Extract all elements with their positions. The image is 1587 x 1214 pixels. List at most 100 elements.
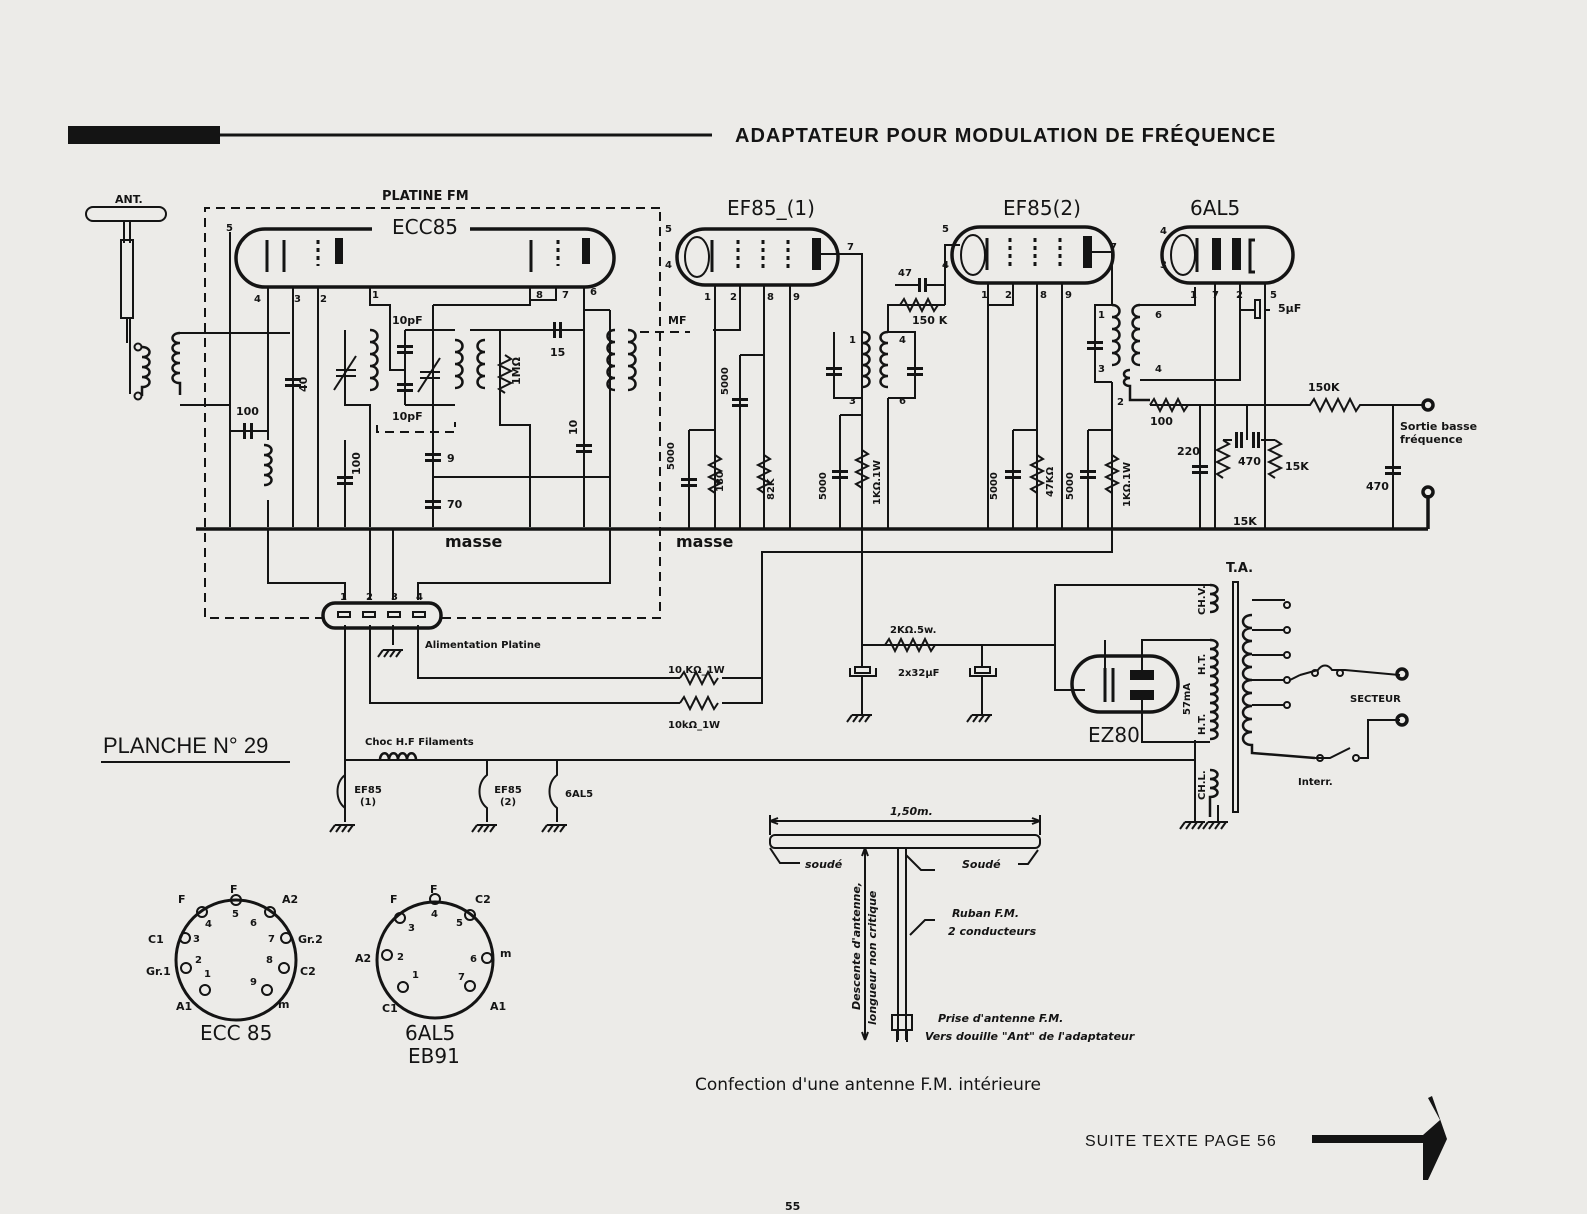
resistor-value: 15K	[1233, 515, 1257, 528]
mf-transformer-secondary	[627, 328, 637, 392]
ef85-1-pin: 5	[665, 224, 672, 235]
pin-number: 8	[266, 955, 273, 966]
variable-capacitor	[333, 355, 357, 391]
ecc85-pin: 7	[562, 290, 569, 301]
resistor	[755, 454, 773, 494]
ecc85-pin: 8	[536, 290, 543, 301]
power-transformer	[1179, 581, 1401, 830]
ef85-1-pin: 2	[730, 292, 737, 303]
cap-value: 100	[236, 405, 259, 418]
capacitor	[553, 322, 562, 338]
winding-label: CH.V.	[1197, 585, 1208, 615]
pin-label: A2	[355, 952, 371, 965]
cap-value: 10	[567, 419, 580, 435]
capacitor	[425, 453, 441, 462]
electrolytic-capacitor	[969, 645, 997, 715]
ruban-label: Ruban F.M.	[952, 907, 1019, 920]
pin-number: 7	[268, 934, 275, 945]
current-label: 57mA	[1182, 683, 1193, 715]
pin-number: 4	[431, 909, 438, 920]
filament-label: 6AL5	[565, 789, 593, 800]
capacitor	[1235, 432, 1260, 448]
ground-symbol	[541, 824, 567, 833]
capacitor	[425, 500, 441, 509]
output-terminal-ground[interactable]	[1421, 485, 1435, 499]
longueur-label: longueur non critique	[866, 890, 879, 1025]
ecc85-pin: 3	[294, 294, 301, 305]
connector-pin: 3	[391, 592, 398, 603]
cap-value: 15	[550, 346, 565, 359]
filament-ef85-1	[336, 760, 346, 822]
ez80-tube	[1070, 639, 1210, 743]
pin-number: 1	[204, 969, 211, 980]
if1-pin: 6	[899, 396, 906, 407]
cap-value: 5000	[720, 367, 731, 395]
platine-fm-outline	[204, 207, 661, 619]
pin-number: 3	[408, 923, 415, 934]
6al5-pin: 7	[1212, 290, 1219, 301]
filament-6al5	[548, 760, 558, 822]
6al5-pin: 2	[1236, 290, 1243, 301]
ecc85-pin: 1	[372, 290, 379, 301]
capacitor	[1385, 466, 1401, 475]
disc-pin: 1	[1098, 310, 1105, 321]
ef85-2-pin: 4	[942, 260, 949, 271]
pin-number: 6	[250, 918, 257, 929]
pin-label: C1	[382, 1002, 398, 1015]
capacitor	[243, 423, 253, 439]
pin-label: A1	[176, 1000, 192, 1013]
filament-label: EF85 (2)	[494, 785, 522, 808]
connector-pin: 1	[340, 592, 347, 603]
ecc85-pin: 4	[254, 294, 261, 305]
ruban-label: 2 conducteurs	[948, 925, 1037, 938]
ef85-1-pin: 7	[847, 242, 854, 253]
antenna-construction	[769, 815, 1041, 1042]
mains-terminal[interactable]	[1395, 667, 1409, 681]
ef85-2-pin: 9	[1065, 290, 1072, 301]
output-terminal-hot[interactable]	[1421, 398, 1435, 412]
continue-arrow-icon	[1312, 1096, 1447, 1180]
pinout-subtitle: EB91	[408, 1044, 460, 1068]
ef85-2-pin: 1	[981, 290, 988, 301]
cap-value: 5000	[818, 472, 829, 500]
mains-terminal[interactable]	[1395, 713, 1409, 727]
pin-number: 5	[456, 918, 463, 929]
connector-pin: 2	[366, 592, 373, 603]
pin-label: F	[178, 893, 186, 906]
pin-number: 2	[397, 952, 404, 963]
6al5-tube	[1160, 225, 1295, 529]
resistor	[1103, 454, 1121, 494]
pin-label: F	[230, 883, 238, 896]
resistor-value: 150K	[1308, 381, 1340, 394]
ef85-2-pin: 8	[1040, 290, 1047, 301]
resistor	[884, 636, 936, 654]
resistor-value: 1MΩ	[510, 356, 523, 385]
resistor	[853, 449, 871, 489]
descente-label: Descente d'antenne,	[850, 882, 863, 1010]
suite-text-link[interactable]: SUITE TEXTE PAGE 56	[1085, 1133, 1277, 1150]
pin-number: 6	[470, 954, 477, 965]
capacitor	[1192, 465, 1208, 474]
filament-ef85-2	[478, 760, 488, 822]
ground-symbol	[329, 824, 355, 833]
disc-pin: 6	[1155, 310, 1162, 321]
pin-label: F	[390, 893, 398, 906]
resistor	[899, 296, 939, 314]
cap-value: 9	[447, 452, 455, 465]
pin-number: 3	[193, 934, 200, 945]
disc-pin: 2	[1117, 397, 1124, 408]
platine-label: PLATINE FM	[382, 189, 469, 204]
masse-label: masse	[445, 532, 503, 551]
prise-label: Vers douille "Ant" de l'adaptateur	[925, 1030, 1135, 1043]
electrolytic-capacitor	[849, 666, 877, 715]
ef85-1-tube	[675, 227, 863, 529]
antenna-label: ANT.	[115, 193, 143, 206]
resistor-value: 15K	[1285, 460, 1309, 473]
6al5-pin: 1	[1190, 290, 1197, 301]
cap-value: 100	[350, 452, 363, 475]
capacitor	[832, 470, 848, 479]
resistor	[1028, 454, 1046, 494]
ground-symbol	[471, 824, 497, 833]
